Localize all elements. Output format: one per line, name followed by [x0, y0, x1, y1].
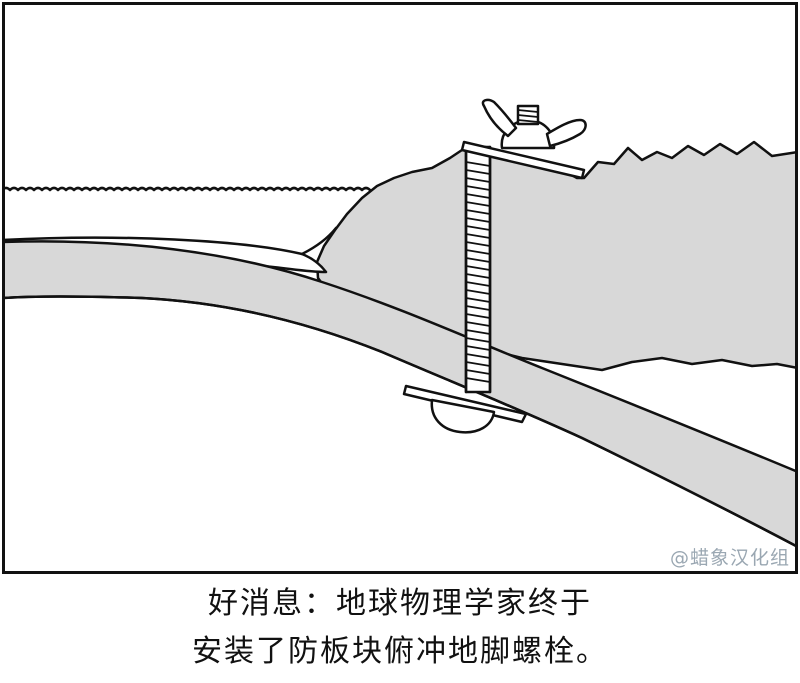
caption: 好消息：地球物理学家终于 安装了防板块俯冲地脚螺栓。 — [0, 580, 800, 676]
wing-nut — [481, 98, 587, 150]
plate-lower-edge — [2, 295, 798, 549]
bottom-washer — [402, 384, 528, 424]
caption-line-2: 安装了防板块俯冲地脚螺栓。 — [192, 634, 608, 669]
panel-border — [2, 2, 798, 574]
top-washer — [460, 140, 586, 180]
comic-panel: @蜡象汉化组 — [2, 2, 798, 574]
continental-plate — [315, 140, 798, 372]
panel-illustration — [2, 2, 798, 574]
ocean-surface-line — [2, 186, 372, 192]
trench-wedge-line — [300, 226, 338, 256]
watermark: @蜡象汉化组 — [669, 547, 790, 569]
bolt-head — [430, 398, 496, 434]
bolt — [464, 145, 492, 394]
caption-line-1: 好消息：地球物理学家终于 — [208, 586, 592, 621]
